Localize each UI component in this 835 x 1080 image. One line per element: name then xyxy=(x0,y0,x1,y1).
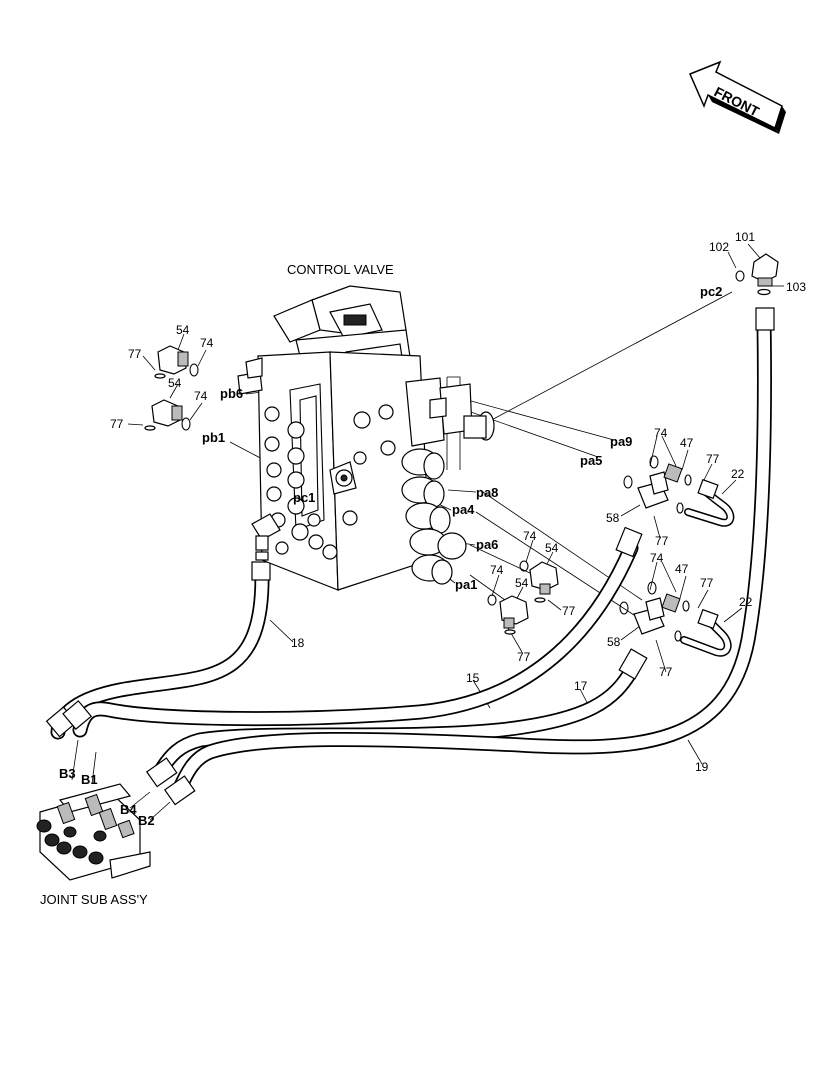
control-valve-title: CONTROL VALVE xyxy=(287,262,394,277)
part-number-47: 47 xyxy=(675,562,689,576)
joint-sub-assy-title: JOINT SUB ASS'Y xyxy=(40,892,148,907)
hoses xyxy=(50,314,772,796)
part-number-74: 74 xyxy=(654,426,668,440)
joint-sub-assy xyxy=(36,783,151,881)
part-number-77: 77 xyxy=(700,576,714,590)
part-number-103: 103 xyxy=(786,280,806,294)
pc2-elbow-fitting xyxy=(735,253,779,296)
lower-tee-assembly xyxy=(619,581,732,657)
hose-end-fittings xyxy=(45,307,775,806)
part-number-77: 77 xyxy=(655,534,669,548)
part-number-74: 74 xyxy=(650,551,664,565)
part-number-15: 15 xyxy=(466,671,480,685)
left-elbow-fittings xyxy=(144,345,199,431)
part-number-22: 22 xyxy=(731,467,745,481)
port-label-pc2: pc2 xyxy=(700,284,722,299)
part-number-58: 58 xyxy=(606,511,620,525)
part-number-54: 54 xyxy=(545,541,559,555)
port-label-pb6: pb6 xyxy=(220,386,243,401)
port-label-pa9: pa9 xyxy=(610,434,632,449)
part-number-54: 54 xyxy=(515,576,529,590)
part-number-47: 47 xyxy=(680,436,694,450)
port-label-pc1: pc1 xyxy=(293,490,315,505)
part-number-18: 18 xyxy=(291,636,305,650)
part-number-77: 77 xyxy=(517,650,531,664)
part-numbers: 101 102 103 54 54 54 54 74 74 74 74 74 7… xyxy=(110,230,806,774)
front-arrow: FRONT xyxy=(689,60,786,134)
part-number-74: 74 xyxy=(200,336,214,350)
port-label-b4: B4 xyxy=(120,802,137,817)
part-number-19: 19 xyxy=(695,760,709,774)
port-labels: pc2 pb6 pb1 pc1 pa9 pa5 pa8 pa4 pa6 pa1 … xyxy=(59,284,722,828)
port-label-b3: B3 xyxy=(59,766,76,781)
port-label-pa4: pa4 xyxy=(452,502,475,517)
middle-elbow-fittings xyxy=(487,560,559,635)
port-label-pa6: pa6 xyxy=(476,537,498,552)
part-number-77: 77 xyxy=(128,347,142,361)
port-label-b2: B2 xyxy=(138,813,155,828)
part-number-74: 74 xyxy=(490,563,504,577)
part-number-54: 54 xyxy=(176,323,190,337)
upper-tee-assembly xyxy=(623,455,735,527)
port-label-pa8: pa8 xyxy=(476,485,498,500)
part-number-77: 77 xyxy=(659,665,673,679)
part-number-77: 77 xyxy=(706,452,720,466)
control-valve-body xyxy=(237,285,495,591)
part-number-77: 77 xyxy=(562,604,576,618)
port-label-pa1: pa1 xyxy=(455,577,477,592)
part-number-22: 22 xyxy=(739,595,753,609)
port-label-pa5: pa5 xyxy=(580,453,602,468)
part-number-54: 54 xyxy=(168,376,182,390)
part-number-101: 101 xyxy=(735,230,755,244)
part-number-17: 17 xyxy=(574,679,588,693)
part-number-77: 77 xyxy=(110,417,124,431)
port-label-pb1: pb1 xyxy=(202,430,225,445)
spool-caps xyxy=(401,448,467,585)
part-number-74: 74 xyxy=(523,529,537,543)
port-label-b1: B1 xyxy=(81,772,98,787)
part-number-58: 58 xyxy=(607,635,621,649)
part-number-74: 74 xyxy=(194,389,208,403)
part-number-102: 102 xyxy=(709,240,729,254)
